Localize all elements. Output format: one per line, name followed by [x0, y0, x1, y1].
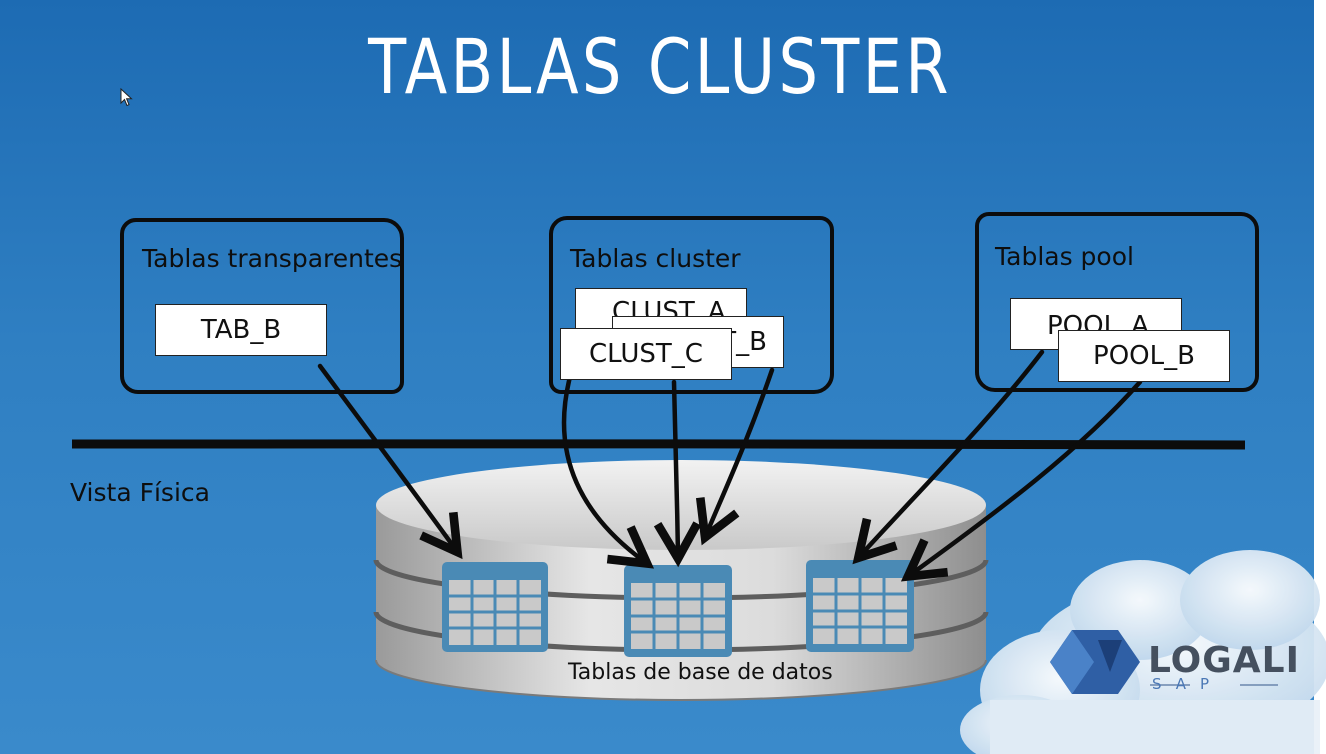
table-card-clust-c: CLUST_C: [560, 328, 732, 380]
db-table-icon-center: [624, 565, 732, 657]
table-card-tab-b: TAB_B: [155, 304, 327, 356]
arrow-clust-c: [653, 379, 702, 568]
group-box-transparent: [120, 218, 404, 394]
separator-line: [71, 438, 1246, 450]
mouse-cursor-icon: [120, 88, 133, 107]
logo-name: LOGALI: [1148, 640, 1301, 681]
group-title-transparent: Tablas transparentes: [142, 244, 403, 273]
logali-logo-icon: [1050, 630, 1140, 694]
group-title-cluster: Tablas cluster: [570, 244, 741, 273]
db-table-icon-right: [806, 560, 914, 652]
arrow-tab-b: [317, 363, 463, 560]
arrow-pool-b: [900, 379, 1143, 582]
arrow-pool-a: [852, 349, 1045, 565]
cloud-decoration: [960, 550, 1326, 754]
arrow-clust-b: [695, 367, 775, 546]
physical-view-label: Vista Física: [70, 478, 210, 507]
logo-sub: SAP: [1152, 675, 1224, 693]
group-box-pool: [975, 212, 1259, 392]
db-table-icon-left: [442, 562, 548, 652]
database-label: Tablas de base de datos: [568, 660, 833, 685]
right-edge-strip: [1314, 0, 1326, 754]
table-card-pool-b: POOL_B: [1058, 330, 1230, 382]
slide-title: TABLAS CLUSTER: [368, 22, 952, 111]
group-title-pool: Tablas pool: [995, 242, 1134, 271]
group-box-cluster: [549, 216, 834, 394]
